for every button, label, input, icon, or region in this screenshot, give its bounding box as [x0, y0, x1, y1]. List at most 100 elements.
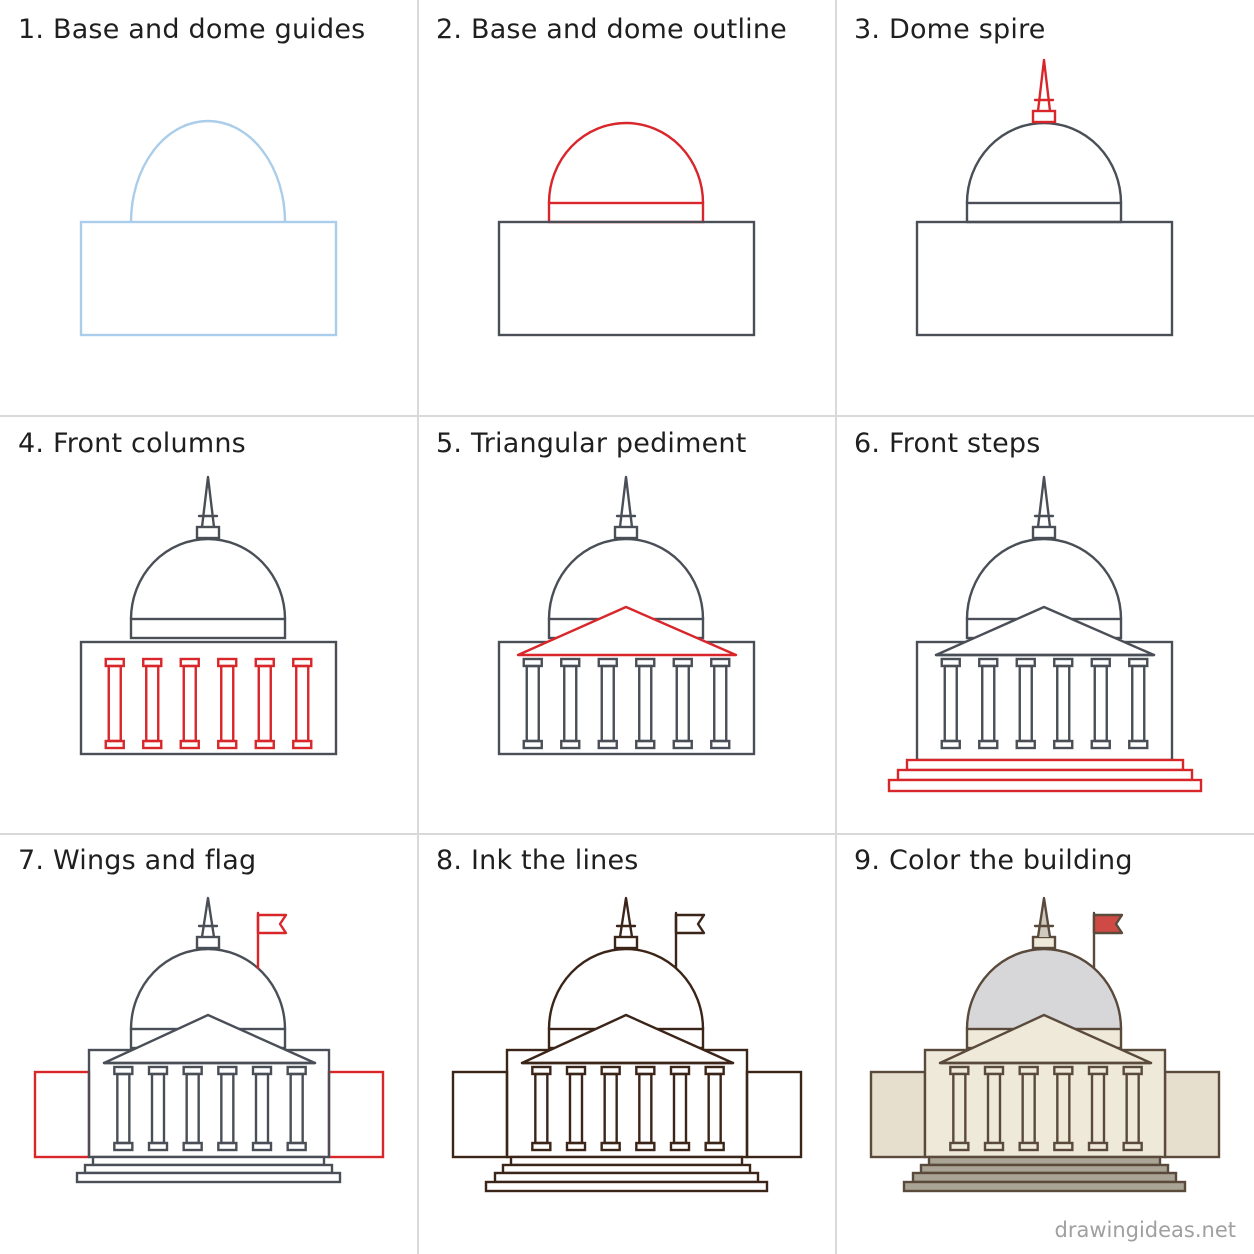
- flag: [1092, 913, 1124, 935]
- column: [600, 1065, 621, 1152]
- column-base: [1128, 739, 1149, 750]
- column-base: [635, 739, 656, 750]
- step-6-number: 6.: [854, 428, 881, 459]
- column-base: [531, 1141, 552, 1152]
- column-base: [672, 739, 693, 750]
- step-7-title: 7. Wings and flag: [18, 845, 256, 876]
- column: [292, 657, 313, 750]
- step-6-label: Front steps: [888, 428, 1041, 459]
- step-9-label: Color the building: [888, 845, 1133, 876]
- spire-drum: [613, 525, 639, 540]
- step-4-drawing: [79, 475, 338, 756]
- column: [531, 1065, 552, 1152]
- step-5-title: 5. Triangular pediment: [436, 428, 747, 459]
- column: [217, 1065, 238, 1152]
- step-9-title: 9. Color the building: [854, 845, 1133, 876]
- base-outline: [915, 220, 1174, 337]
- flag: [674, 913, 706, 935]
- spire-drum: [195, 525, 221, 540]
- step-2-label: Base and dome outline: [470, 14, 787, 45]
- column-shaft: [952, 1072, 967, 1145]
- column-base: [286, 1141, 307, 1152]
- step-9-drawing: [869, 896, 1221, 1193]
- column-base: [949, 1141, 970, 1152]
- column-base: [142, 739, 163, 750]
- column: [949, 1065, 970, 1152]
- column: [251, 1065, 273, 1152]
- step-3: [493, 1171, 760, 1184]
- column-base: [597, 739, 618, 750]
- step-1-title: 1. Base and dome guides: [18, 14, 365, 45]
- step-7-number: 7.: [18, 845, 45, 876]
- site-watermark: drawingideas.net: [1054, 1218, 1236, 1242]
- step-8-drawing: [451, 896, 803, 1193]
- step-2-title: 2. Base and dome outline: [436, 14, 787, 45]
- column: [217, 657, 238, 750]
- column: [710, 657, 731, 750]
- column: [565, 1065, 587, 1152]
- column: [254, 657, 275, 750]
- step-3-label: Dome spire: [888, 14, 1046, 45]
- column-base: [635, 1141, 656, 1152]
- column-base: [217, 1141, 238, 1152]
- column-shaft: [1125, 1072, 1140, 1145]
- column-base: [940, 739, 961, 750]
- base-outline: [497, 220, 756, 337]
- step-7-drawing: [33, 896, 385, 1184]
- column: [147, 1065, 169, 1152]
- step-3: [75, 1171, 342, 1184]
- column: [1087, 1065, 1109, 1152]
- column: [1090, 657, 1111, 750]
- step-3: [887, 778, 1203, 793]
- column-base: [978, 739, 999, 750]
- column-base: [254, 739, 275, 750]
- step-8-number: 8.: [436, 845, 463, 876]
- column: [1053, 657, 1074, 750]
- front-steps: [887, 758, 1203, 793]
- column: [704, 1065, 725, 1152]
- step-6-title: 6. Front steps: [854, 428, 1041, 459]
- front-steps: [75, 1155, 342, 1184]
- step-4-title: 4. Front columns: [18, 428, 246, 459]
- step-8-label: Ink the lines: [470, 845, 639, 876]
- step-3-number: 3.: [854, 14, 881, 45]
- column-base: [104, 739, 125, 750]
- base-guide: [79, 220, 338, 337]
- column-base: [1015, 739, 1036, 750]
- step-4-label: Front columns: [52, 428, 246, 459]
- front-steps: [902, 1155, 1187, 1193]
- step-3: [911, 1171, 1178, 1184]
- column: [104, 657, 125, 750]
- column-base: [600, 1141, 621, 1152]
- column: [182, 1065, 203, 1152]
- column-base: [669, 1141, 691, 1152]
- column-base: [522, 739, 543, 750]
- step-6-drawing: [887, 475, 1203, 793]
- column-base: [113, 1141, 134, 1152]
- column: [179, 657, 200, 750]
- pediment: [516, 605, 738, 657]
- column-base: [560, 739, 581, 750]
- spire-drum: [613, 935, 639, 950]
- dome-guide: [129, 119, 287, 223]
- column-base: [147, 1141, 169, 1152]
- spire: [618, 896, 634, 938]
- column-base: [1122, 1141, 1143, 1152]
- spire-drum: [195, 935, 221, 950]
- column: [113, 1065, 134, 1152]
- step-4: [484, 1180, 769, 1193]
- step-3-title: 3. Dome spire: [854, 14, 1046, 45]
- step-2: [896, 768, 1194, 782]
- step-5-drawing: [497, 475, 756, 756]
- spire: [200, 475, 216, 528]
- column-shaft: [1021, 1072, 1036, 1145]
- column: [597, 657, 618, 750]
- column-base: [1018, 1141, 1039, 1152]
- column-base: [565, 1141, 587, 1152]
- base-outline: [79, 640, 338, 756]
- spire-drum: [1031, 935, 1057, 950]
- step-7-label: Wings and flag: [52, 845, 257, 876]
- step-1: [905, 758, 1185, 772]
- column: [560, 657, 581, 750]
- step-8-title: 8. Ink the lines: [436, 845, 639, 876]
